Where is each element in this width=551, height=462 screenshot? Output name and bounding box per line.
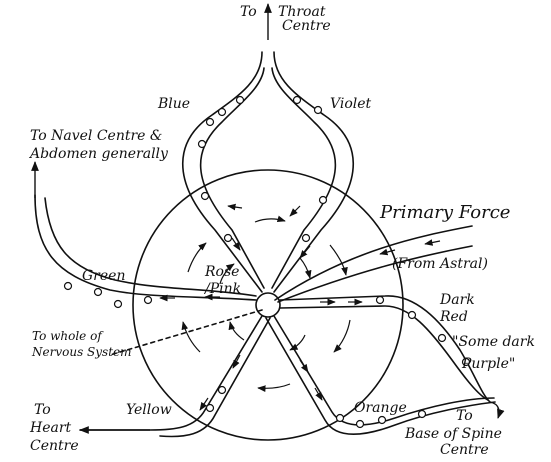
label-throat-3: Centre	[282, 18, 331, 34]
label-rose-1: Rose	[204, 264, 239, 280]
label-heart-2: Heart	[29, 420, 72, 436]
label-yellow: Yellow	[126, 402, 172, 418]
orange-stream	[265, 317, 496, 435]
label-violet: Violet	[330, 96, 372, 112]
blue-violet-stream-outer	[182, 51, 263, 293]
primary-force-line-1	[274, 225, 473, 301]
label-throat-2: Throat	[278, 4, 326, 20]
spine-arrow	[489, 401, 505, 419]
label-orange: Orange	[354, 400, 407, 416]
wheel-circle	[132, 169, 404, 441]
label-navel-1: To Navel Centre &	[30, 128, 162, 144]
label-dark-red-1: Dark	[439, 292, 475, 308]
primary-force-line-2	[277, 245, 473, 303]
label-heart-3: Centre	[30, 438, 79, 454]
label-primary-force: Primary Force	[379, 202, 510, 223]
label-nervous-2: Nervous System	[31, 345, 132, 359]
hub-circle	[255, 292, 281, 318]
label-some-dark-1: "Some dark	[452, 334, 535, 350]
label-rose-2: /Pink	[203, 281, 241, 297]
label-throat-1: To	[240, 4, 257, 20]
label-blue: Blue	[157, 96, 190, 112]
label-spine-3: Centre	[440, 442, 489, 458]
label-spine-2: Base of Spine	[404, 426, 502, 442]
label-dark-red-2: Red	[439, 309, 468, 325]
dark-red-stream	[279, 295, 491, 403]
label-heart-1: To	[34, 402, 51, 418]
label-spine-1: To	[456, 408, 473, 424]
label-some-dark-2: Purple"	[461, 356, 515, 372]
label-green: Green	[82, 268, 125, 284]
label-from-astral: (From Astral)	[392, 256, 488, 272]
label-navel-2: Abdomen generally	[28, 146, 169, 162]
label-nervous-1: To whole of	[32, 329, 104, 343]
yellow-stream	[79, 315, 263, 431]
